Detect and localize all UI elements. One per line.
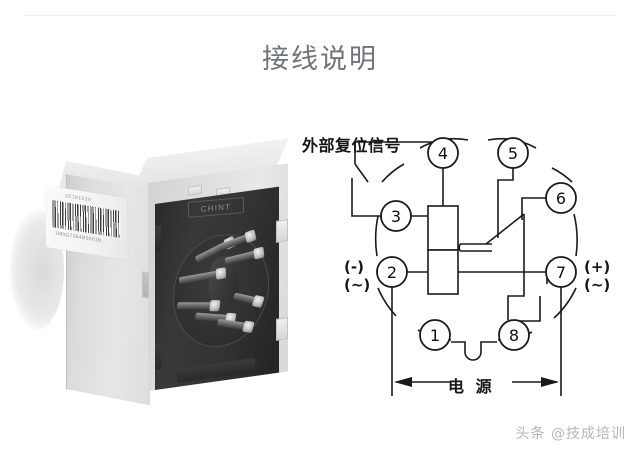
socket-outline	[374, 137, 578, 341]
face-clip-left-top	[155, 225, 161, 253]
terminal-8: 8	[498, 319, 530, 351]
wire-contact-common	[507, 260, 541, 322]
positive-dc-label: (+)	[584, 258, 611, 276]
terminal-5: 5	[497, 137, 529, 169]
terminal-7-number: 7	[556, 263, 566, 282]
terminal-2-number: 2	[387, 263, 397, 282]
terminal-6: 6	[545, 182, 577, 214]
time-relay-photo: CHINT 20181028 1M0G7264B5001B	[8, 138, 296, 406]
terminal-pin	[176, 302, 216, 310]
terminal-8-number: 8	[509, 326, 519, 345]
terminal-4: 4	[427, 137, 459, 169]
terminal-7: 7	[545, 256, 577, 288]
terminal-4-number: 4	[438, 144, 448, 163]
terminal-2: 2	[376, 256, 408, 288]
external-reset-circuit	[351, 141, 443, 217]
relay-side-clip-bottom	[276, 317, 288, 341]
terminal-nodes: 1 2 3 4 5	[376, 137, 577, 351]
contact-nc-branch	[521, 197, 547, 220]
relay-face-plate: CHINT	[155, 186, 279, 390]
face-clip-left-bottom	[155, 343, 161, 371]
relay-side-slot	[142, 271, 149, 299]
terminal-6-number: 6	[556, 189, 566, 208]
relay-side-clip-top	[276, 219, 288, 243]
power-dimension-arrows	[394, 377, 559, 387]
positive-ac-label: (~)	[584, 276, 611, 294]
terminal-3: 3	[380, 200, 412, 232]
page-title: 接线说明	[262, 44, 378, 74]
changeover-contact	[458, 213, 525, 260]
negative-dc-label: (-)	[344, 258, 364, 276]
terminal-1-number: 1	[430, 326, 440, 345]
terminal-1: 1	[419, 319, 451, 351]
watermark: 头条 @技成培训	[515, 426, 626, 442]
face-clip-bottom	[177, 357, 255, 383]
external-reset-label: 外部复位信号	[302, 136, 402, 155]
contact-no-branch	[497, 167, 514, 238]
power-supply-label: 电 源	[448, 377, 495, 396]
terminal-3-number: 3	[391, 207, 401, 226]
negative-ac-label: (~)	[344, 276, 371, 294]
terminal-5-number: 5	[508, 144, 518, 163]
top-divider	[24, 15, 616, 16]
relay-socket-wiring-diagram: 1 2 3 4 5	[300, 120, 640, 430]
brand-label: CHINT	[188, 196, 244, 218]
socket-keyway-notch	[451, 341, 497, 361]
wiring-schematic-svg: 1 2 3 4 5	[351, 137, 578, 396]
coil-symbol	[427, 205, 459, 295]
barcode-sticker: 20181028 1M0G7264B5001B	[45, 185, 129, 261]
